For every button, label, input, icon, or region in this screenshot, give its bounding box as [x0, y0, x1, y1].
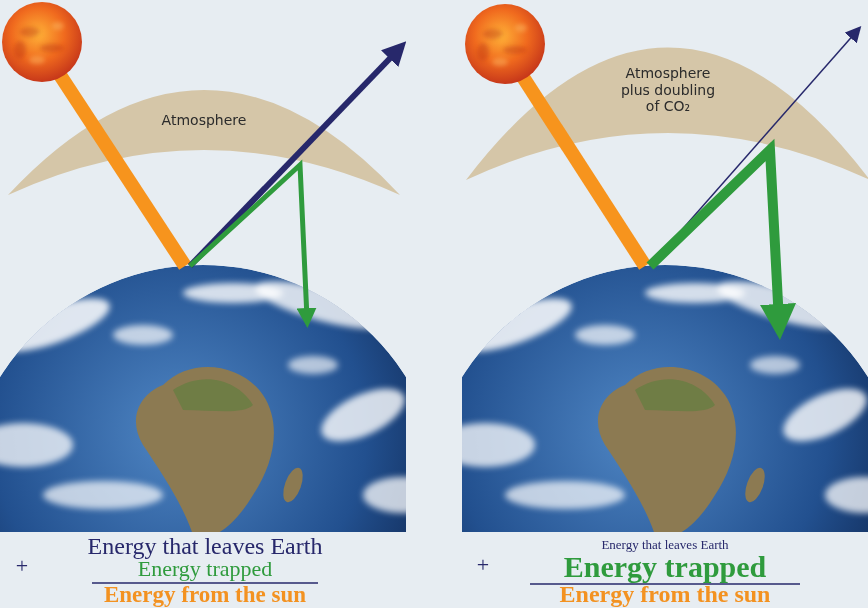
trapped-energy-arrow: [650, 150, 779, 322]
atmosphere-label: Atmosphere plus doubling of CO₂: [614, 65, 722, 115]
earth-globe: [462, 265, 868, 532]
equation-text: Energy trapped: [138, 557, 273, 581]
outgoing-energy-arrow: [190, 50, 398, 266]
atmosphere-shape: [8, 85, 400, 200]
earth: [462, 265, 868, 532]
trapped-energy-arrow: [190, 165, 307, 318]
earth-globe: [0, 265, 406, 532]
sunlight-beam: [58, 72, 185, 266]
sun: [465, 4, 545, 84]
sunlight-beam: [521, 74, 645, 266]
equation-text: Energy that leaves Earth: [88, 533, 323, 559]
earth: [0, 265, 406, 532]
equation-text: Energy from the sun: [560, 581, 771, 607]
sun: [2, 2, 82, 82]
equation-text: +: [477, 553, 489, 577]
atmosphere-fill: [8, 90, 400, 195]
atmosphere-label: Atmosphere: [162, 112, 247, 129]
atmosphere-fill: [466, 48, 868, 181]
equation-text: Energy trapped: [564, 550, 767, 583]
atmosphere-band: Atmosphere plus doubling of CO₂: [466, 45, 868, 185]
atmosphere-band: Atmosphere: [8, 85, 400, 200]
equation-text: Energy from the sun: [104, 582, 306, 607]
equation-text: +: [16, 554, 28, 578]
